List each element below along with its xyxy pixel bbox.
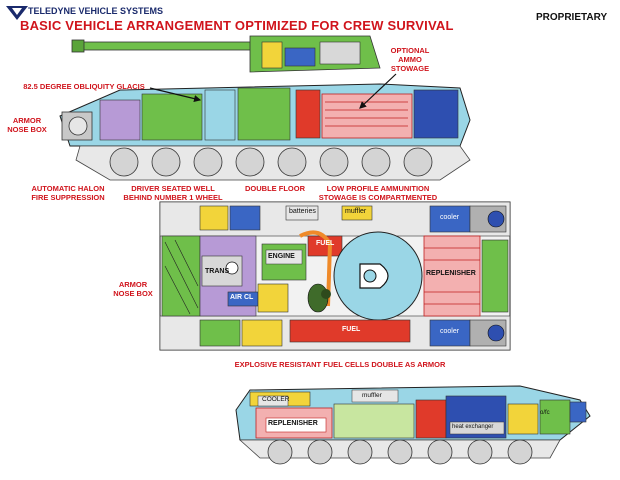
bottom-label-muffler: muffler xyxy=(362,392,382,399)
label-armor-nose-top: ARMOR NOSE BOX xyxy=(7,116,47,134)
company-name: TELEDYNE VEHICLE SYSTEMS xyxy=(28,6,164,16)
label-armor-nose-mid: ARMOR NOSE BOX xyxy=(113,280,153,298)
plan-label-fuel-bottom: FUEL xyxy=(342,326,361,333)
bottom-label-replenisher: REPLENISHER xyxy=(268,420,318,427)
bottom-label-ofc: o/fc xyxy=(540,410,550,416)
label-optional-ammo: OPTIONAL AMMO STOWAGE xyxy=(390,46,430,73)
page-title: BASIC VEHICLE ARRANGEMENT OPTIMIZED FOR … xyxy=(20,18,454,33)
plan-label-cooler-top: cooler xyxy=(440,214,460,221)
teledyne-logo-icon xyxy=(6,6,28,20)
label-driver: DRIVER SEATED WELL BEHIND NUMBER 1 WHEEL xyxy=(123,184,223,202)
caption-fuel-cells: EXPLOSIVE RESISTANT FUEL CELLS DOUBLE AS… xyxy=(234,360,446,369)
label-double-floor: DOUBLE FLOOR xyxy=(245,184,305,193)
bottom-cooler xyxy=(257,395,289,407)
ammo-stowage xyxy=(295,89,321,139)
plan-replenisher xyxy=(423,235,481,317)
plan-label-batteries: batteries xyxy=(289,208,316,215)
bottom-heat-exchanger xyxy=(449,421,505,435)
bottom-replenisher xyxy=(265,417,327,433)
label-halon: AUTOMATIC HALON FIRE SUPPRESSION xyxy=(31,184,105,202)
plan-label-trans: TRANS xyxy=(205,268,230,275)
plan-view-hull xyxy=(159,201,511,351)
label-glacis: 82.5 DEGREE OBLIQUITY GLACIS xyxy=(23,82,145,91)
bottom-label-cooler: COOLER xyxy=(262,396,290,403)
bottom-label-heat-exchanger: heat exchanger xyxy=(452,424,494,430)
label-ammo-compartmented: LOW PROFILE AMMUNITION STOWAGE IS COMPAR… xyxy=(318,184,438,202)
bottom-muffler xyxy=(351,389,399,403)
plan-label-replenisher: REPLENISHER xyxy=(426,270,476,277)
plan-cooler-top xyxy=(429,205,471,233)
plan-label-muffler: muffler xyxy=(345,208,367,215)
plan-label-air-cl: AIR CL xyxy=(230,294,254,301)
company-logo xyxy=(4,4,30,22)
plan-cooler-bottom xyxy=(429,319,471,347)
plan-label-cooler-bottom: cooler xyxy=(440,328,460,335)
bottom-hull-view xyxy=(235,385,591,465)
plan-label-engine: ENGINE xyxy=(268,253,295,260)
plan-muffler xyxy=(341,205,373,221)
side-view-tank xyxy=(59,35,471,181)
plan-label-fuel-top: FUEL xyxy=(316,240,335,247)
classification-label: PROPRIETARY xyxy=(536,12,608,23)
plan-fuel-bottom xyxy=(289,319,411,343)
plan-batteries xyxy=(285,205,319,221)
